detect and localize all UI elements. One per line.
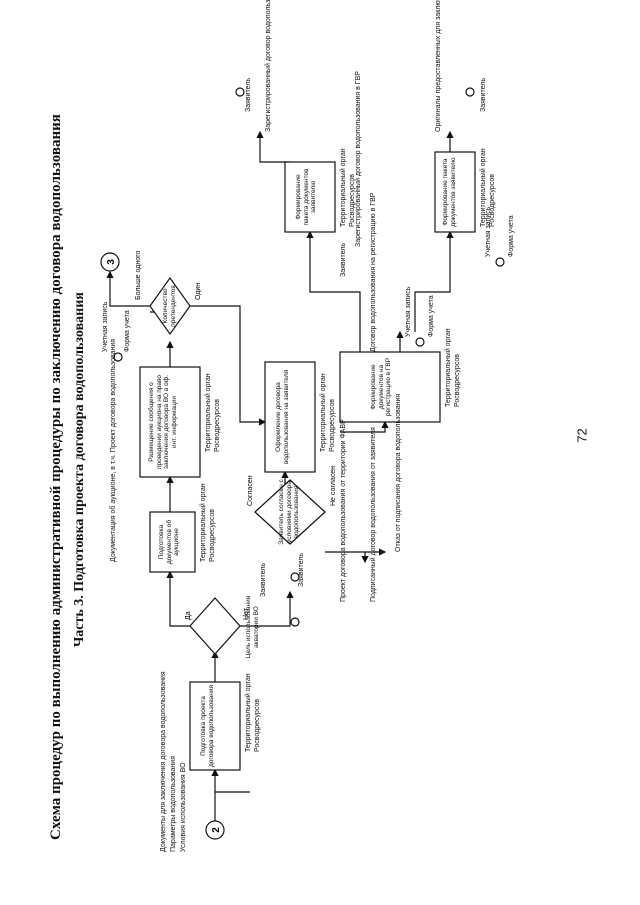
record-label: Учетная запись: [102, 301, 109, 352]
box-prepare-text: Подготовка проекта договора водопользова…: [200, 685, 215, 767]
org-label: Росводресурсов: [209, 508, 216, 562]
label-no: Нет: [243, 607, 250, 620]
box-package-text: Формирование пакета документов заявителю: [295, 168, 317, 226]
gvr-label: Договор водопользования на регистрацию в…: [370, 192, 377, 352]
decision-diamond: [149, 276, 191, 336]
label-more: Больше одного: [135, 251, 142, 301]
box-registry-text: Формирование документов на регистрацию в…: [370, 357, 392, 417]
box-refusal-pkg-text: Формирование пакета документов заявителю: [442, 157, 457, 227]
record-circle: [465, 87, 475, 97]
signed-label: Подписанный договор водопользования от з…: [370, 427, 377, 602]
process-box: [284, 161, 336, 233]
flowchart: 2 3 Да Нет Согласен Не согласен Один Бол…: [100, 87, 505, 840]
end-connector-label: 3: [106, 259, 117, 265]
record-circle: [290, 617, 300, 627]
org-label: Территориальный орган: [320, 373, 327, 452]
decision-agree-text: Заявитель согласен с условиями договора …: [278, 479, 300, 545]
process-box: [434, 151, 476, 233]
decision-diamond: [189, 597, 241, 655]
record-circle: [290, 572, 300, 582]
end-connector: [100, 252, 120, 272]
rotated-sheet: Схема процедур по выполнению администрат…: [40, 0, 600, 852]
org-label: Росводресурсов: [454, 353, 461, 407]
box-draft-text: Оформление договора водопользования на з…: [275, 369, 290, 465]
org-label: Территориальный орган: [445, 328, 452, 407]
process-box: [264, 361, 316, 473]
decision-count-text: Количество претендентов: [162, 285, 177, 327]
org-label: Росводресурсов: [214, 398, 221, 452]
org-label: Территориальный орган: [205, 373, 212, 452]
process-box: [339, 351, 441, 423]
label-yes: Да: [185, 611, 192, 620]
form-label: Форма учета: [428, 295, 435, 337]
input-params: Параметры водопользования: [170, 755, 177, 852]
box-post-msg-text: Размещение сообщения о проведении аукцио…: [148, 374, 178, 470]
applicant-label: Заявитель: [340, 242, 347, 277]
record-circle: [415, 337, 425, 347]
applicant-label: Заявитель: [260, 562, 267, 597]
label-disagree: Не согласен: [330, 466, 337, 506]
decision-purpose-text: Цель использования акватории ВО: [245, 595, 260, 659]
org-label: Территориальный орган: [340, 148, 347, 227]
org-label: Территориальный орган: [200, 483, 207, 562]
applicant-label: Заявитель: [298, 552, 305, 587]
box-prep-docs-text: Подготовка документов об аукционе: [158, 519, 180, 565]
auction-docs-label: Документация об аукционе, в т.ч. Проект …: [110, 338, 117, 562]
applicant-label: Заявитель: [245, 77, 252, 112]
org-label: Территориальный орган: [245, 673, 252, 752]
process-box: [139, 366, 201, 478]
record-label: Учетная запись: [485, 206, 492, 257]
org-label: Росводресурсов: [254, 698, 261, 752]
form-label: Форма учета: [508, 215, 515, 257]
decision-diamond: [254, 479, 326, 545]
org-label: Росводресурсов: [329, 398, 336, 452]
draft-contract-label: Проект договора водопользования от терри…: [340, 419, 347, 602]
start-connector: [205, 820, 225, 840]
applicant-label: Заявитель: [480, 77, 487, 112]
record-circle: [113, 352, 123, 362]
start-connector-label: 2: [211, 827, 222, 833]
page-number: 72: [574, 428, 590, 443]
input-conditions: Условия использования ВО: [180, 762, 187, 852]
input-docs: Документы для заключения договора водопо…: [160, 671, 167, 852]
process-box: [149, 511, 196, 573]
form-label: Форма учета: [124, 310, 131, 352]
registered-gvr-label: Зарегистрированный договор водопользован…: [355, 71, 362, 247]
label-one: Один: [195, 283, 202, 300]
label-agree: Согласен: [247, 475, 254, 506]
registered-label: Зарегистрированный договор водопользован…: [265, 0, 272, 132]
originals-label: Оригиналы предоставленных для заключения…: [435, 0, 443, 132]
record-circle: [495, 257, 505, 267]
record-circle: [235, 87, 245, 97]
record-label: Учетная запись: [405, 286, 412, 337]
refusal-label: Отказ от подписания договора водопользов…: [395, 393, 402, 552]
process-box: [189, 681, 241, 771]
